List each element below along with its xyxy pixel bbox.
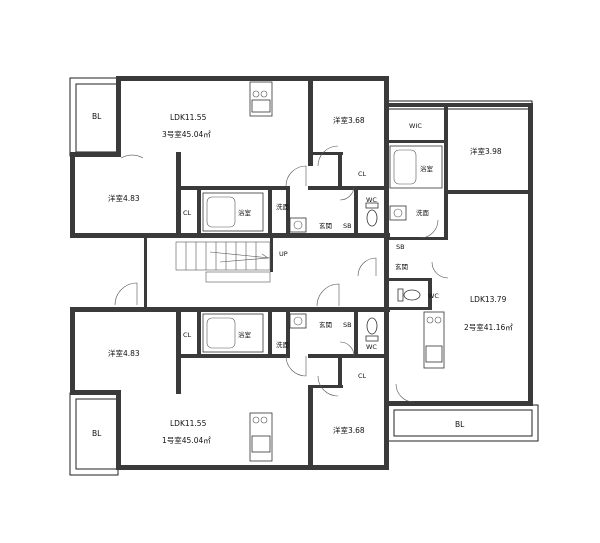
unit2-bath-label: 浴室 <box>420 164 434 173</box>
unit3-entrance-label: 玄関 <box>319 221 332 230</box>
unit3-info-label: 3号室45.04㎡ <box>162 129 211 139</box>
walls <box>70 76 533 470</box>
unit1-entrance-label: 玄関 <box>319 320 332 329</box>
door-swings <box>114 145 449 403</box>
unit3-bedroom-label: 洋室4.83 <box>108 193 140 203</box>
staircase <box>175 241 271 283</box>
unit1-room2-label: 洋室3.68 <box>333 425 365 435</box>
unit1-cl-b-label: CL <box>358 372 367 380</box>
unit1-info-label: 1号室45.04㎡ <box>162 435 211 445</box>
unit3-cl-b-label: CL <box>358 170 367 178</box>
unit2-info-label: 2号室41.16㎡ <box>464 322 513 332</box>
unit2-ldk-label: LDK13.79 <box>470 295 507 304</box>
unit3-sb-label: SB <box>343 222 352 230</box>
fixtures <box>202 81 445 462</box>
unit1-bath-label: 浴室 <box>238 330 252 339</box>
unit1-ldk-label: LDK11.55 <box>170 419 207 428</box>
unit3-wash-label: 洗面 <box>276 202 290 211</box>
unit2-wic-label: WIC <box>409 122 422 130</box>
unit3-bath-label: 浴室 <box>238 208 252 217</box>
unit3-ldk-label: LDK11.55 <box>170 113 207 122</box>
unit2-entrance-label: 玄関 <box>395 262 408 271</box>
unit2-wash-label: 洗面 <box>416 208 430 217</box>
unit1-cl-label: CL <box>183 331 192 339</box>
unit1-balcony-label: BL <box>92 429 102 438</box>
unit3-cl-a-label: CL <box>183 209 192 217</box>
unit3-wc-label: WC <box>366 196 377 204</box>
unit2-wc-label: WC <box>428 292 439 300</box>
unit1-wc-label: WC <box>366 343 377 351</box>
stair-up-label: UP <box>279 250 288 258</box>
unit1-wash-label: 洗面 <box>276 340 290 349</box>
unit1-sb-label: SB <box>343 321 352 329</box>
unit3-room2-label: 洋室3.68 <box>333 115 365 125</box>
unit2-room-label: 洋室3.98 <box>470 146 502 156</box>
unit2-sb-label: SB <box>396 243 405 251</box>
balcony-outlines <box>69 77 539 476</box>
unit2-balcony-label: BL <box>455 420 465 429</box>
unit3-balcony-label: BL <box>92 112 102 121</box>
unit1-bedroom-label: 洋室4.83 <box>108 348 140 358</box>
